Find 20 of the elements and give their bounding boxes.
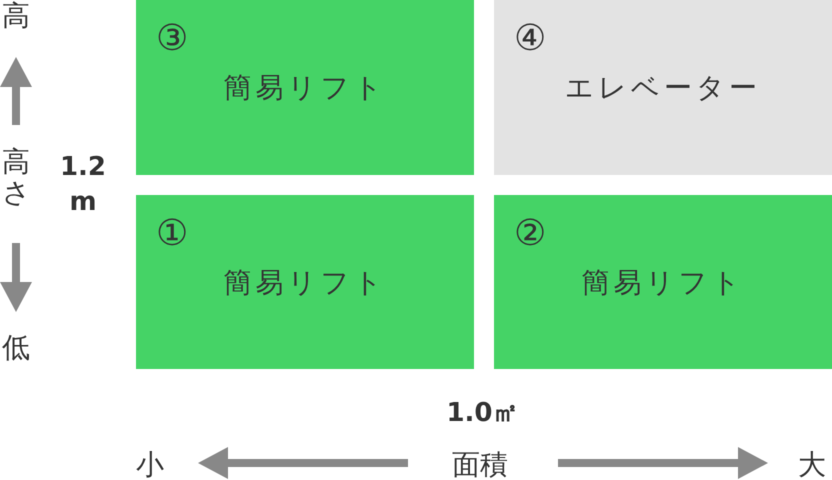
callout-number: ④ — [514, 18, 546, 60]
axis-label: 大 — [797, 449, 827, 480]
category-panel — [136, 195, 474, 369]
callout-number: ② — [514, 213, 546, 255]
callout-number: ① — [156, 213, 188, 255]
category-label: 簡易リフト — [582, 265, 744, 301]
axis-label: 面積 — [451, 449, 509, 480]
axis-label: 高さ — [2, 147, 30, 209]
axis-label: 高 — [1, 0, 31, 32]
category-label: 簡易リフト — [224, 265, 386, 301]
category-panel — [136, 0, 474, 175]
axis-label: 低 — [1, 332, 31, 364]
threshold-value: 1.2 m — [58, 151, 108, 219]
category-panel — [494, 0, 832, 175]
category-label: 簡易リフト — [224, 70, 386, 106]
threshold-value: 1.0㎡ — [445, 397, 520, 430]
axis-label: 小 — [135, 449, 165, 480]
category-label: エレベーター — [565, 70, 761, 106]
callout-number: ③ — [156, 18, 188, 60]
category-panel — [494, 195, 832, 369]
